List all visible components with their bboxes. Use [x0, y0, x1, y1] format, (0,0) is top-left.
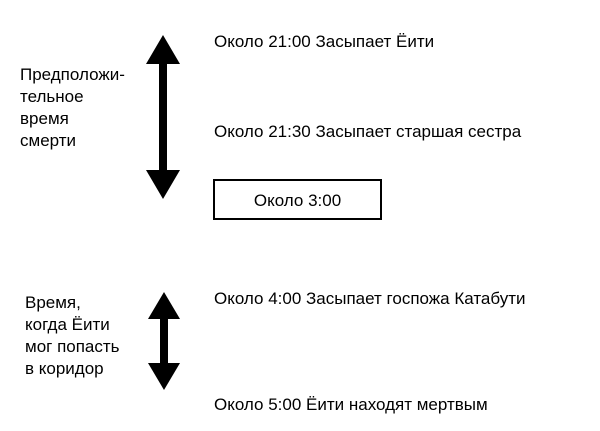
- estimated-death-moment-label: Около 3:00: [253, 191, 342, 210]
- event-katabuti-falls-asleep: Около 4:00 Засыпает госпожа Катабути: [214, 289, 526, 308]
- bracket-label-corridor-time: Время, когда Ёити мог попасть в коридор: [25, 293, 120, 378]
- double-headed-vertical-arrow-icon-death-time: [146, 35, 180, 199]
- bracket-label-death-time: Предположи- тельное время смерти: [20, 65, 125, 150]
- event-yoichi-found-dead: Около 5:00 Ёити находят мертвым: [214, 395, 488, 414]
- double-headed-vertical-arrow-icon-corridor-time: [148, 292, 180, 390]
- estimated-death-moment-box: Около 3:00: [213, 179, 382, 220]
- event-yoichi-falls-asleep: Около 21:00 Засыпает Ёити: [214, 32, 435, 51]
- event-elder-sister-falls-asleep: Около 21:30 Засыпает старшая сестра: [214, 122, 522, 141]
